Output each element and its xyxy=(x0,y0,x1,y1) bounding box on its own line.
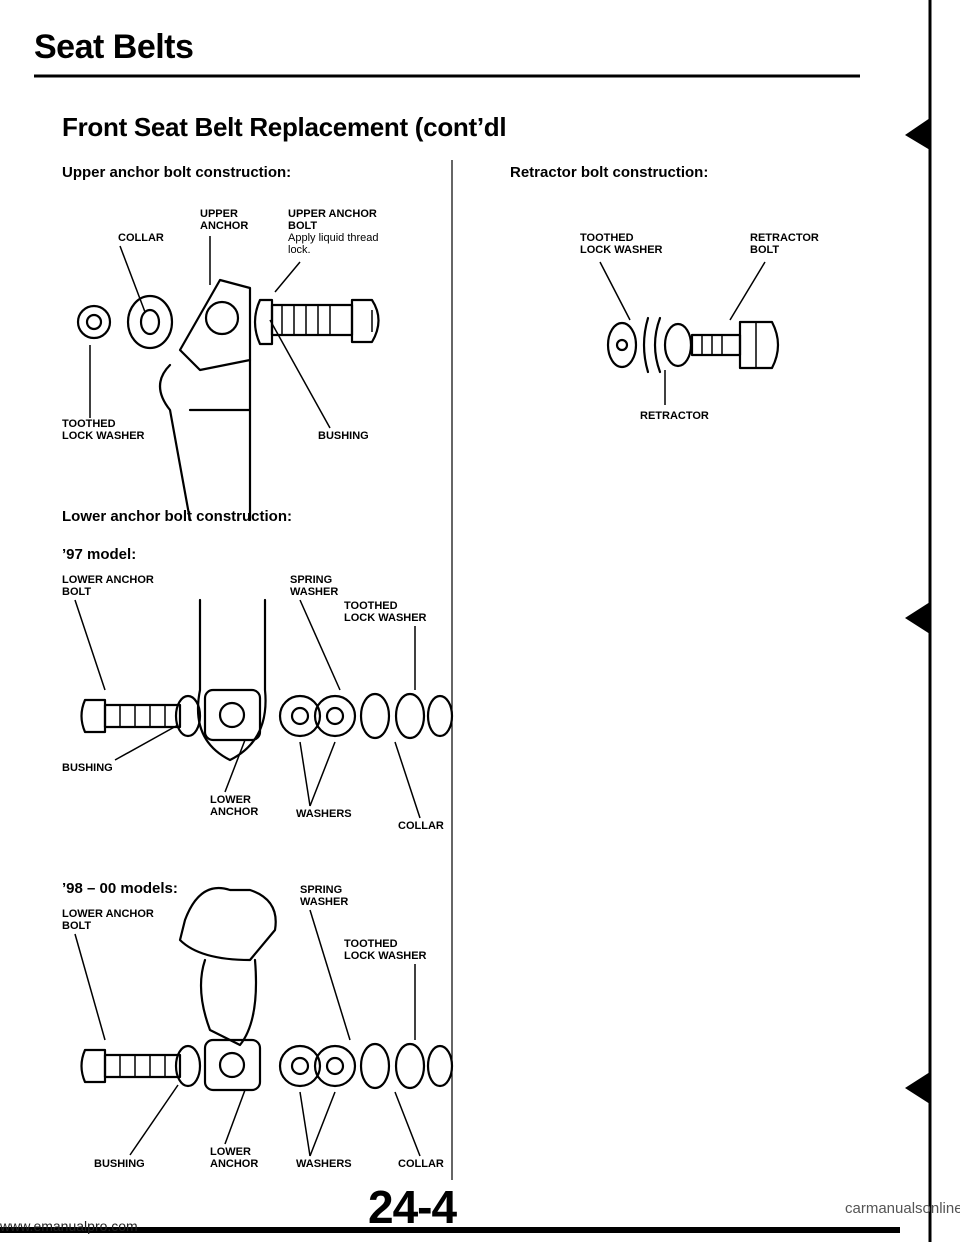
retractor-heading: Retractor bolt construction: xyxy=(510,164,709,181)
label-collar-97: COLLAR xyxy=(398,820,444,832)
label-toothed-lock-washer-97: TOOTHED LOCK WASHER xyxy=(344,600,427,624)
label-spring-washer-97: SPRING WASHER xyxy=(290,574,339,598)
label-upper-anchor-bolt: UPPER ANCHOR BOLT Apply liquid thread lo… xyxy=(288,208,379,256)
model-97: ’97 model: xyxy=(62,546,137,563)
label-retractor-bolt: RETRACTOR BOLT xyxy=(750,232,819,256)
page-number: 24-4 xyxy=(368,1181,457,1233)
footer-url[interactable]: www.emanualpro.com xyxy=(0,1218,138,1234)
note-thread-lock: Apply liquid thread xyxy=(288,232,379,244)
label-toothed-lock-washer-upper: TOOTHED LOCK WASHER xyxy=(62,418,145,442)
label-upper-anchor: UPPER ANCHOR xyxy=(200,208,249,232)
label-collar-98: COLLAR xyxy=(398,1158,444,1170)
label-lower-anchor-bolt-97: LOWER ANCHOR BOLT xyxy=(62,574,154,598)
label-lower-anchor-97: LOWER ANCHOR xyxy=(210,794,259,818)
label-toothed-lock-washer-98: TOOTHED LOCK WASHER xyxy=(344,938,427,962)
upper-anchor-heading: Upper anchor bolt construction: xyxy=(62,164,292,181)
label-bushing-97: BUSHING xyxy=(62,762,113,774)
page-title: Seat Belts xyxy=(34,28,194,66)
lower-anchor-heading: Lower anchor bolt construction: xyxy=(62,508,293,525)
label-bushing-98: BUSHING xyxy=(94,1158,145,1170)
label-washers-97: WASHERS xyxy=(296,808,352,820)
label-spring-washer-98: SPRING WASHER xyxy=(300,884,349,908)
label-collar: COLLAR xyxy=(118,232,164,244)
section-subtitle: Front Seat Belt Replacement (cont’dl xyxy=(62,112,507,142)
label-lower-anchor-bolt-98: LOWER ANCHOR BOLT xyxy=(62,908,154,932)
label-toothed-lock-washer-retractor: TOOTHED LOCK WASHER xyxy=(580,232,663,256)
label-bushing-upper: BUSHING xyxy=(318,430,369,442)
model-98-00: ’98 – 00 models: xyxy=(62,880,178,897)
label-lower-anchor-98: LOWER ANCHOR xyxy=(210,1146,259,1170)
label-washers-98: WASHERS xyxy=(296,1158,352,1170)
watermark: carmanualsonline.info xyxy=(845,1200,960,1217)
label-retractor: RETRACTOR xyxy=(640,410,709,422)
